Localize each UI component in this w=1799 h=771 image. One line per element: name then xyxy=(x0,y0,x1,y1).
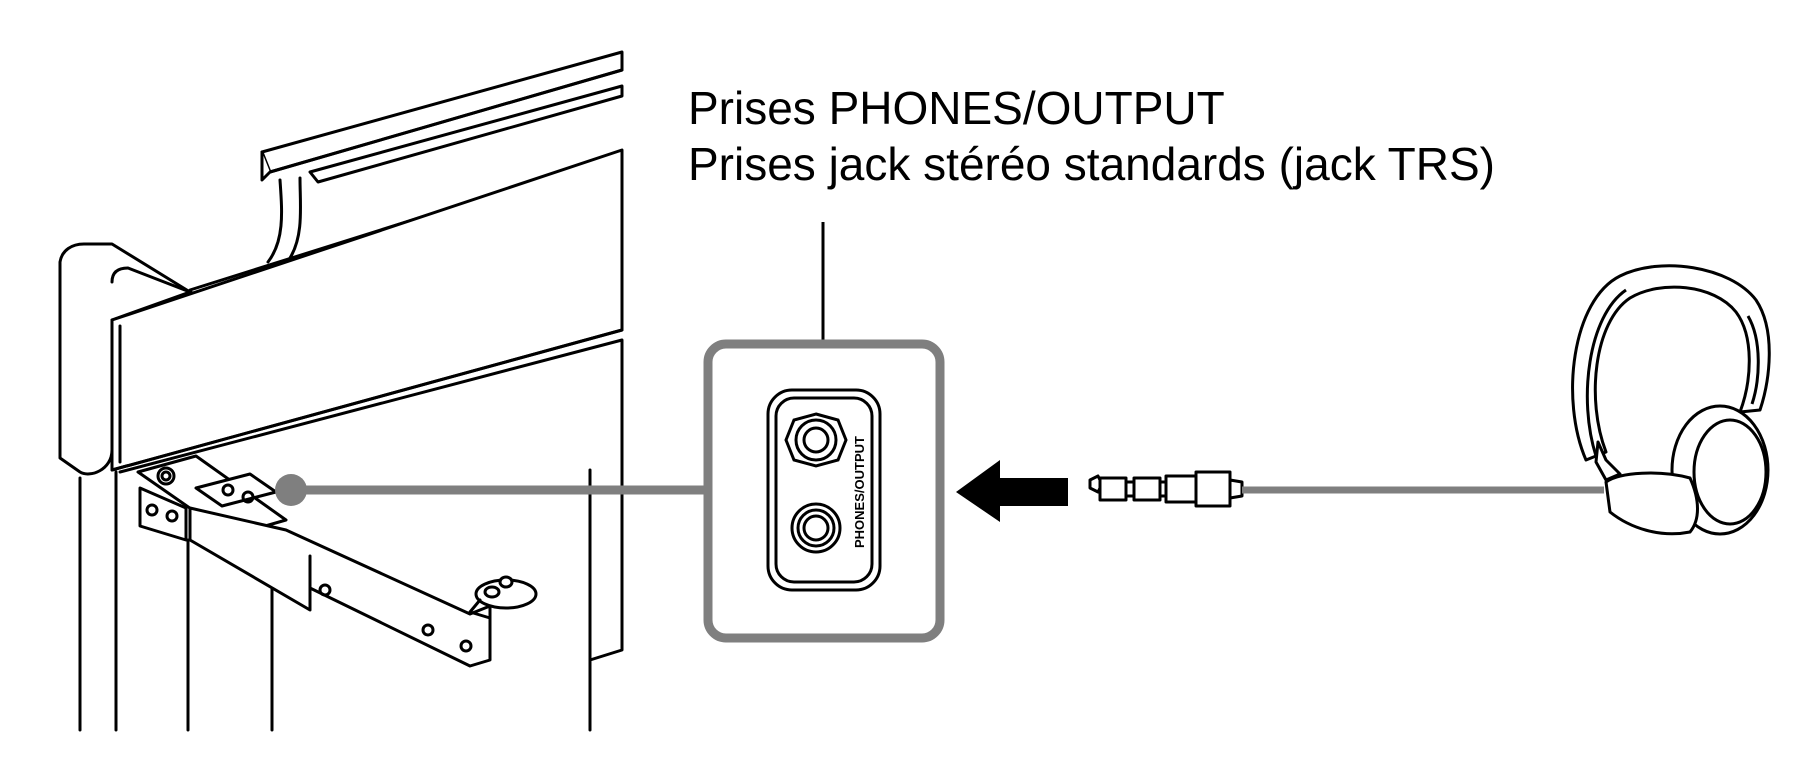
panel-label: PHONES/OUTPUT xyxy=(852,436,867,548)
headphones-icon xyxy=(1571,264,1771,536)
stereo-plug-icon xyxy=(1088,470,1244,508)
phones-jack-bottom xyxy=(790,502,842,554)
digital-piano-icon xyxy=(58,50,624,732)
callout-line2: Prises jack stéréo standards (jack TRS) xyxy=(688,138,1495,190)
arrow-left-icon xyxy=(956,460,1068,522)
phones-jack-top xyxy=(784,412,848,468)
callout-line1: Prises PHONES/OUTPUT xyxy=(688,82,1225,134)
jack-panel-zoom: PHONES/OUTPUT xyxy=(703,339,945,643)
